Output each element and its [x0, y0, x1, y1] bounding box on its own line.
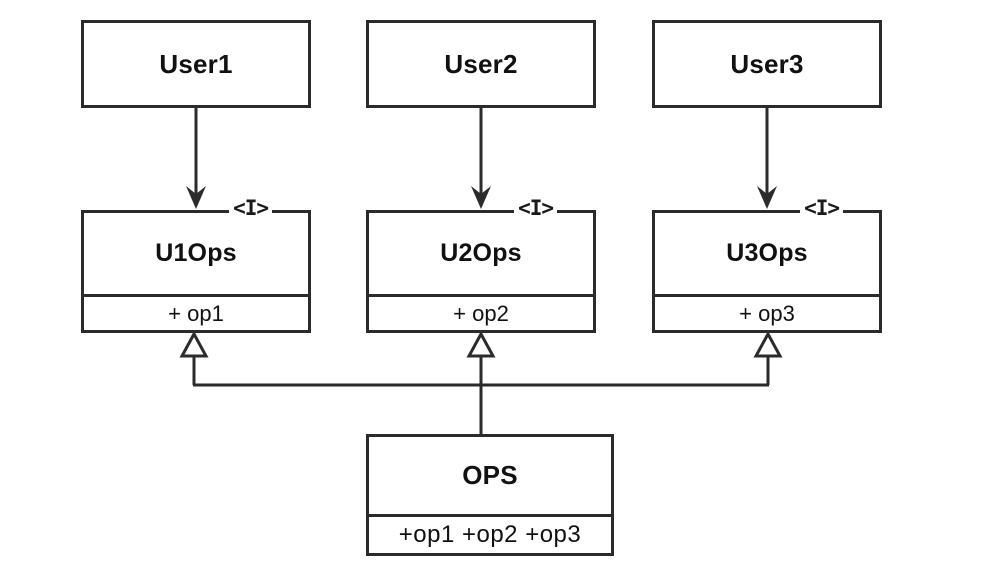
stereotype-marker-u3ops: <I> [800, 198, 843, 219]
arrowhead-filled-u2ops [471, 186, 491, 209]
stereotype-marker-u1ops: <I> [229, 198, 272, 219]
class-operations-ops: +op1 +op2 +op3 [369, 514, 611, 553]
class-name-user3: User3 [730, 48, 804, 79]
arrowhead-hollow-u1ops [179, 330, 209, 358]
class-name-user1: User1 [159, 48, 233, 79]
stereotype-marker-u2ops: <I> [514, 198, 557, 219]
interface-name-u1ops: U1Ops [155, 239, 237, 267]
interface-operation-u3ops: + op3 [655, 294, 879, 330]
interface-box-u1ops[interactable]: <I> U1Ops + op1 [81, 198, 311, 333]
class-box-ops[interactable]: OPS +op1 +op2 +op3 [366, 434, 614, 556]
arrowhead-hollow-u2ops [466, 330, 496, 358]
arrowhead-filled-u1ops [186, 186, 206, 209]
class-box-user3[interactable]: User3 [652, 20, 882, 108]
interface-box-u2ops[interactable]: <I> U2Ops + op2 [366, 198, 596, 333]
class-name-user2: User2 [444, 48, 518, 79]
class-box-user2[interactable]: User2 [366, 20, 596, 108]
interface-operation-u2ops: + op2 [369, 294, 593, 330]
arrowhead-filled-u3ops [757, 186, 777, 209]
interface-name-u3ops: U3Ops [726, 239, 808, 267]
interface-operation-u1ops: + op1 [84, 294, 308, 330]
class-box-user1[interactable]: User1 [81, 20, 311, 108]
arrowhead-hollow-u3ops [753, 330, 783, 358]
interface-name-u2ops: U2Ops [440, 239, 522, 267]
interface-box-u3ops[interactable]: <I> U3Ops + op3 [652, 198, 882, 333]
class-name-ops: OPS [462, 460, 518, 490]
